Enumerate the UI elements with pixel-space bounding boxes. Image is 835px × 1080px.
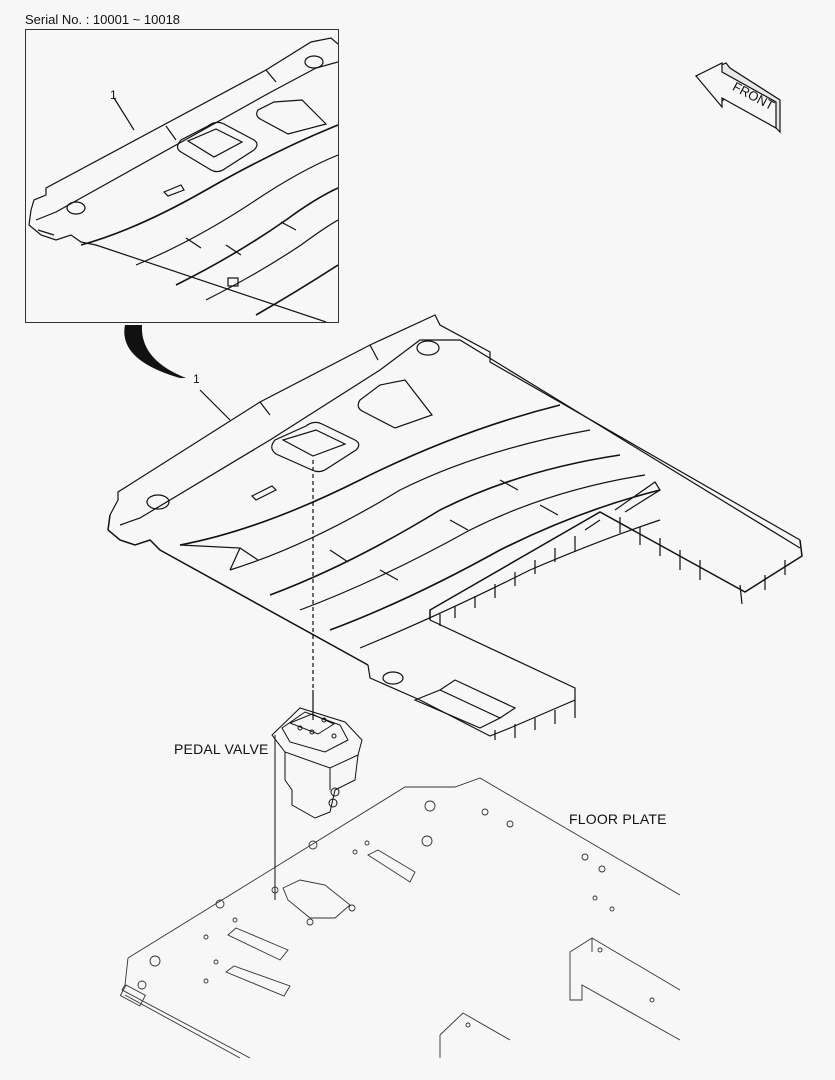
- inset-callout-1: 1: [110, 88, 117, 102]
- arrow-left-icon: FRONT: [694, 62, 781, 134]
- floor-mat-detail-drawing: [28, 37, 338, 322]
- main-callout-1: 1: [193, 372, 200, 386]
- pedal-valve-label: PEDAL VALVE: [174, 741, 269, 757]
- curved-pointer-arrow: [124, 325, 186, 378]
- front-direction-indicator: FRONT: [688, 60, 783, 135]
- serial-number-label: Serial No. : 10001 ~ 10018: [25, 12, 181, 27]
- floor-plate-label: FLOOR PLATE: [569, 811, 667, 827]
- floor-plate-part: [119, 777, 681, 1059]
- pedal-valve-part: [271, 707, 363, 900]
- detail-inset: 1: [25, 29, 339, 323]
- floor-mat-part-1: [107, 314, 803, 740]
